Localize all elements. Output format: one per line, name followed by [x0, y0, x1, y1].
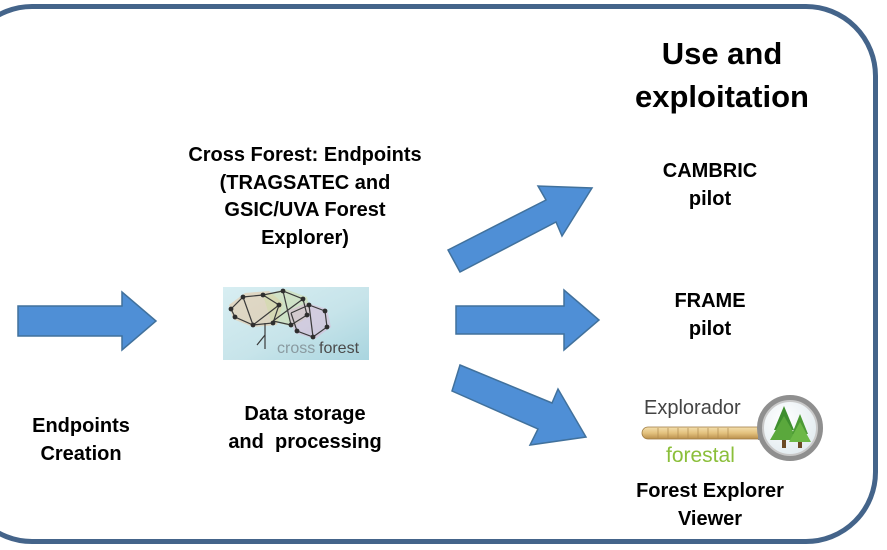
arrow-to-cambric — [446, 185, 594, 274]
creation-line-2: Creation — [40, 442, 122, 465]
cross-forest-logo-graphic: cross forest — [223, 287, 369, 360]
cambric-line-2: pilot — [688, 187, 732, 210]
endpoints-creation-label: Endpoints Creation — [8, 413, 154, 468]
viewer-line-1: Forest Explorer — [636, 480, 784, 502]
arrow-to-viewer — [451, 363, 588, 446]
use-title-line-2: exploitation — [635, 79, 809, 115]
cross-forest-logo-dark-text: forest — [319, 340, 360, 357]
frame-line-1: FRAME — [674, 290, 746, 312]
data-storage-label: Data storage and processing — [180, 401, 430, 456]
endpoints-title: Cross Forest: Endpoints (TRAGSATEC and G… — [154, 142, 456, 252]
frame-pilot-label: FRAME pilot — [630, 288, 790, 343]
cambric-pilot-label: CAMBRIC pilot — [630, 158, 790, 213]
explorador-forestal-logo-graphic: Explorador forestal — [641, 395, 823, 467]
creation-line-1: Endpoints — [32, 415, 130, 437]
cambric-line-1: CAMBRIC — [662, 160, 758, 182]
arrow-into-endpoints — [17, 290, 158, 352]
storage-line-2: and processing — [228, 430, 382, 453]
arrow-to-frame — [455, 288, 601, 352]
endpoints-title-line-4: Explorer) — [261, 226, 349, 249]
explorador-logo-top-text: Explorador — [644, 397, 741, 419]
endpoints-title-line-1: Cross Forest: Endpoints — [188, 144, 422, 166]
frame-line-2: pilot — [688, 317, 732, 340]
use-title-line-1: Use and — [661, 36, 783, 71]
cross-forest-logo: cross forest — [223, 287, 369, 360]
cross-forest-logo-light-text: cross — [277, 340, 315, 357]
endpoints-title-line-2: (TRAGSATEC and — [219, 171, 391, 194]
explorador-forestal-logo: Explorador forestal — [638, 388, 828, 468]
viewer-line-2: Viewer — [677, 507, 743, 530]
storage-line-1: Data storage — [244, 403, 366, 425]
forest-explorer-viewer-label: Forest Explorer Viewer — [600, 478, 820, 533]
rounded-frame — [0, 4, 878, 544]
use-exploitation-title: Use and exploitation — [612, 32, 832, 119]
endpoints-title-line-3: GSIC/UVA Forest — [224, 199, 386, 222]
explorador-logo-bottom-text: forestal — [666, 444, 735, 467]
